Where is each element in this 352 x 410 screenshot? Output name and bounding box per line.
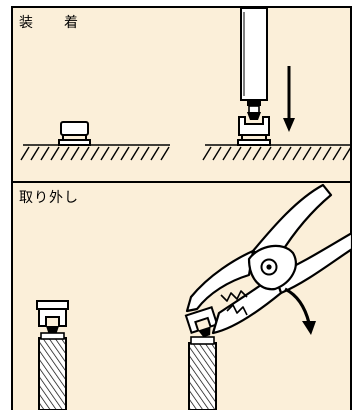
pivot-bolt <box>260 258 278 276</box>
removal-illustration <box>36 183 352 410</box>
ground-left <box>20 144 170 161</box>
rod-gripped <box>184 306 219 410</box>
install-panel: 装 着 <box>11 6 352 182</box>
ground-right <box>202 144 352 161</box>
removal-panel: 取り外し <box>11 182 352 410</box>
rod-with-cap <box>36 300 69 410</box>
arrow-down-icon <box>283 66 295 132</box>
curved-arrow-icon <box>284 287 316 335</box>
cap-left <box>58 121 91 146</box>
install-illustration <box>20 8 352 161</box>
rod-pressing <box>240 8 268 120</box>
removal-title: 取り外し <box>19 190 79 206</box>
cap-right <box>237 116 271 146</box>
install-title: 装 着 <box>19 15 79 31</box>
